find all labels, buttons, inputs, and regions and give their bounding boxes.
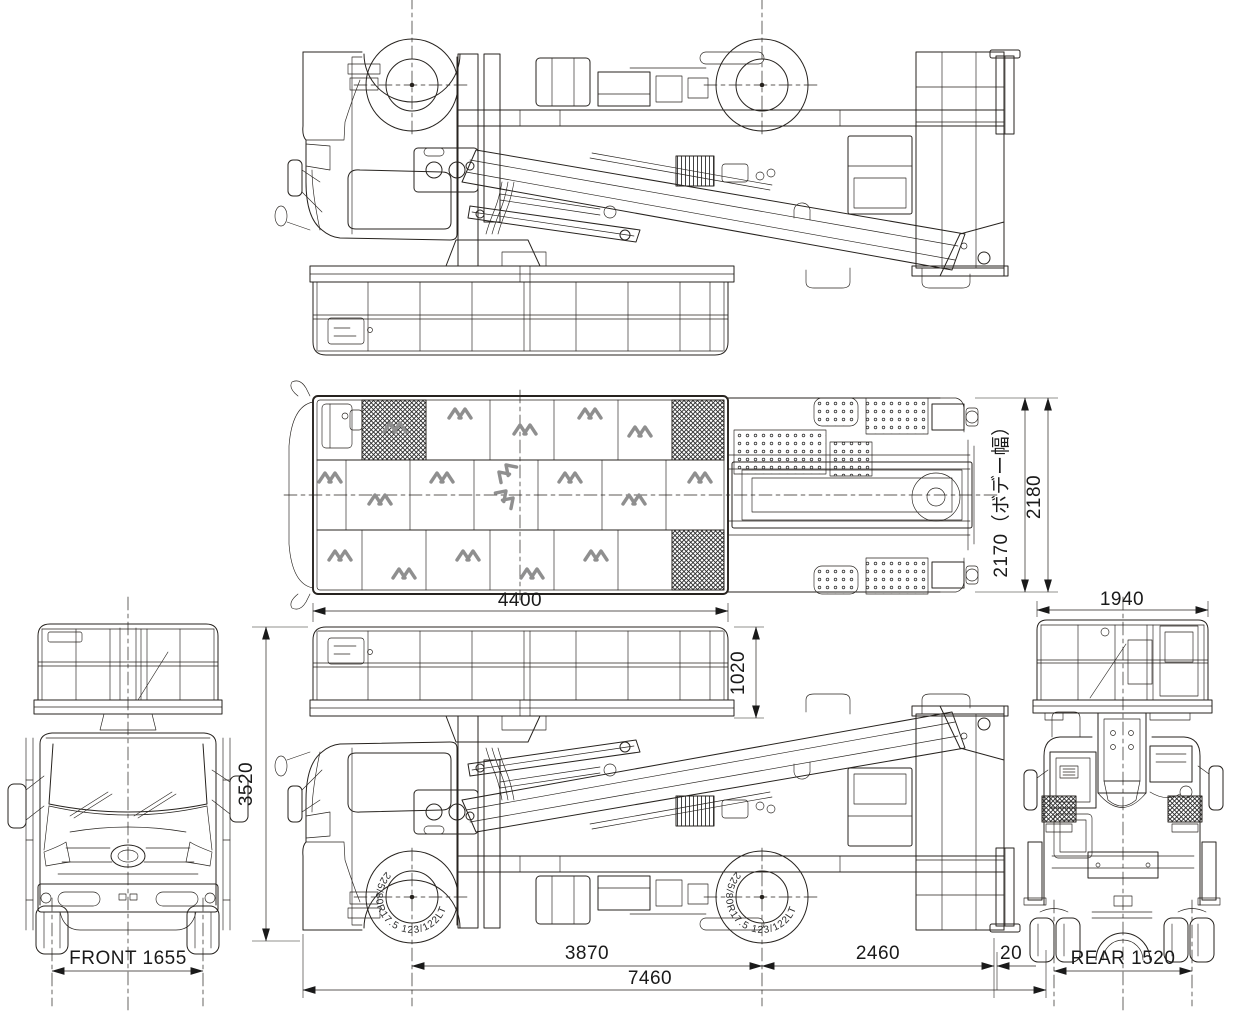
dim-label-body-width: 2170（ボデー幅） — [990, 416, 1012, 577]
dim-label-overall-width: 2180 — [1024, 475, 1045, 519]
dimension-rear-tread: REAR 1520 — [1053, 948, 1193, 975]
dimension-overall-width: 2180 — [1024, 397, 1052, 593]
tire-size-label-rear: 225/80R17.5 123/122LT — [723, 869, 798, 936]
dim-label-platform-length: 4400 — [498, 590, 542, 611]
svg-text:225/80R17.5 123/122LT: 225/80R17.5 123/122LT — [373, 869, 449, 936]
dim-label-rear-platform-width: 1940 — [1100, 589, 1144, 610]
side-view-truck — [274, 626, 1021, 1007]
dimension-body-width: 2170（ボデー幅） — [975, 397, 1058, 593]
svg-text:225/80R17.5 123/122LT: 225/80R17.5 123/122LT — [723, 869, 799, 936]
tire-size-label-front: 225/80R17.5 123/122LT — [373, 869, 448, 936]
dim-label-wheelbase: 3870 — [565, 943, 609, 964]
dim-label-rear-tread: REAR 1520 — [1071, 948, 1176, 969]
dim-label-platform-height: 1020 — [728, 651, 749, 695]
dimension-rear-overhang: 2460 — [761, 938, 995, 998]
dimension-overall-length: 7460 — [302, 934, 1047, 998]
dim-label-rear-end-offset: 20 — [1000, 943, 1022, 964]
inverted-side-view — [274, 0, 1021, 356]
dim-label-rear-overhang: 2460 — [856, 943, 900, 964]
dimension-platform-length: 4400 — [312, 590, 729, 622]
plan-view — [283, 380, 1001, 610]
dimension-overall-height: 3520 — [236, 626, 308, 942]
dim-label-front-tread: FRONT 1655 — [69, 948, 187, 969]
dimension-rear-end-offset: 20 — [996, 943, 1036, 990]
dimension-front-tread: FRONT 1655 — [51, 948, 204, 975]
dimension-rear-platform-width: 1940 — [1036, 589, 1209, 617]
dimension-wheelbase: 3870 — [411, 943, 763, 970]
dim-label-overall-length: 7460 — [628, 968, 672, 989]
rear-view — [1023, 596, 1224, 1013]
dim-label-overall-height: 3520 — [236, 762, 257, 806]
front-view — [7, 596, 249, 1013]
dimension-platform-height: 1020 — [728, 626, 764, 719]
